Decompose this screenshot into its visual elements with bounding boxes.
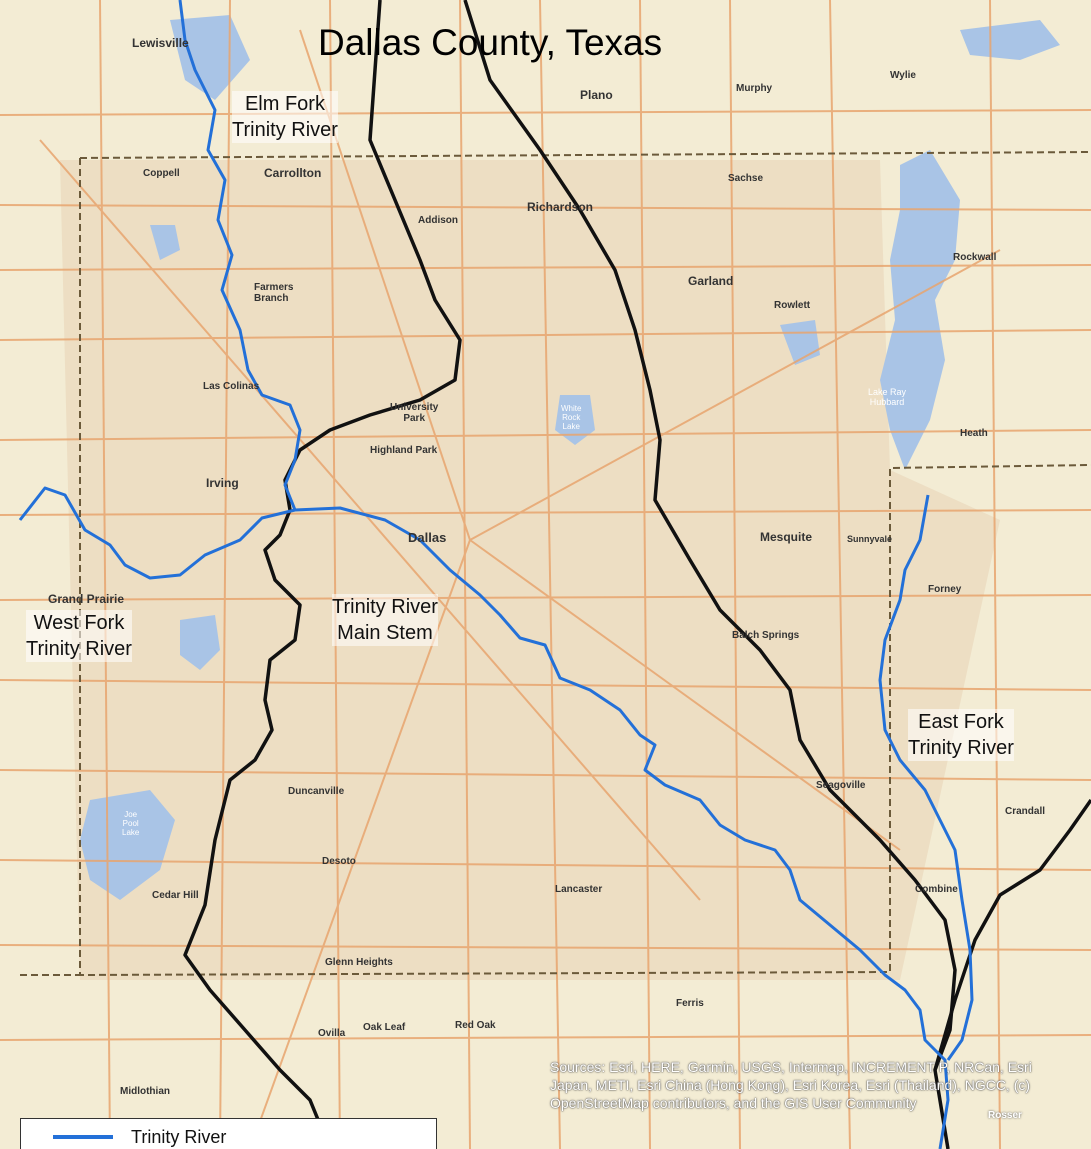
main-stem-label: Trinity River Main Stem xyxy=(332,594,438,646)
east-fork-river-line xyxy=(878,494,974,1061)
watershed-boundaries xyxy=(183,0,1091,1149)
city-forney: Forney xyxy=(928,584,962,595)
watershed-boundary-southeast xyxy=(933,798,1091,1071)
city-cedar-hill: Cedar Hill xyxy=(152,890,199,901)
legend-river-swatch xyxy=(53,1135,113,1139)
city-irving: Irving xyxy=(206,476,239,490)
city-lewisville: Lewisville xyxy=(132,36,189,50)
city-oak-leaf: Oak Leaf xyxy=(363,1022,406,1033)
city-balch-springs: Balch Springs xyxy=(732,630,800,641)
city-rosser: Rosser xyxy=(988,1110,1022,1121)
city-combine: Combine xyxy=(915,884,958,895)
joe-pool-lake xyxy=(80,790,175,900)
city-dallas: Dallas xyxy=(408,530,447,545)
city-ferris: Ferris xyxy=(676,998,704,1009)
label-joe-pool-lake: Joe Pool Lake xyxy=(122,810,140,837)
elm-fork-river-line xyxy=(178,0,302,511)
lake-ray-hubbard xyxy=(880,150,960,470)
city-highland-park: Highland Park xyxy=(370,445,438,456)
city-las-colinas: Las Colinas xyxy=(203,381,260,392)
city-plano: Plano xyxy=(580,88,613,102)
urban-area xyxy=(60,160,1000,980)
city-farmers-branch: Farmers Branch xyxy=(254,282,294,304)
west-fork-river-line xyxy=(18,486,296,580)
north-lake xyxy=(150,225,180,260)
map-title: Dallas County, Texas xyxy=(318,22,663,63)
elm-fork-label: Elm Fork Trinity River xyxy=(232,91,338,143)
main-stem-river-line xyxy=(294,506,950,1149)
map-attribution: Sources: Esri, HERE, Garmin, USGS, Inter… xyxy=(550,1059,1032,1111)
city-garland: Garland xyxy=(688,274,734,288)
trinity-river-network xyxy=(18,0,974,1149)
city-coppell: Coppell xyxy=(143,168,180,179)
city-sunnyvale: Sunnyvale xyxy=(847,534,893,544)
label-white-rock-lake: White Rock Lake xyxy=(561,404,582,431)
city-rockwall: Rockwall xyxy=(953,252,997,263)
city-wylie: Wylie xyxy=(890,70,916,81)
city-heath: Heath xyxy=(960,428,988,439)
city-glenn-heights: Glenn Heights xyxy=(325,957,393,968)
watershed-boundary-west xyxy=(183,0,462,1149)
city-red-oak: Red Oak xyxy=(455,1020,496,1031)
city-desoto: Desoto xyxy=(322,856,356,867)
map-legend: Trinity River xyxy=(20,1118,437,1149)
city-addison: Addison xyxy=(418,215,458,226)
city-crandall: Crandall xyxy=(1005,806,1046,817)
city-murphy: Murphy xyxy=(736,83,773,94)
city-grand-prairie: Grand Prairie xyxy=(48,592,125,606)
city-duncanville: Duncanville xyxy=(288,786,345,797)
city-mesquite: Mesquite xyxy=(760,530,813,544)
label-lake-ray-hubbard: Lake Ray Hubbard xyxy=(868,387,907,407)
city-seagoville: Seagoville xyxy=(816,780,866,791)
east-fork-label: East Fork Trinity River xyxy=(908,709,1014,761)
county-boundary xyxy=(79,151,1091,977)
water-bodies xyxy=(80,15,1060,900)
mountain-creek-lake xyxy=(180,615,220,670)
legend-river-label: Trinity River xyxy=(131,1127,227,1147)
city-richardson: Richardson xyxy=(527,200,594,214)
city-midlothian: Midlothian xyxy=(120,1086,170,1097)
watershed-boundary-east xyxy=(463,0,957,1149)
white-rock-lake xyxy=(555,395,595,445)
city-lancaster: Lancaster xyxy=(555,884,603,895)
city-sachse: Sachse xyxy=(728,173,764,184)
city-rowlett: Rowlett xyxy=(774,300,811,311)
city-university-park: University Park xyxy=(390,402,439,424)
city-ovilla: Ovilla xyxy=(318,1028,346,1039)
west-fork-label: West Fork Trinity River xyxy=(26,610,132,662)
city-carrollton: Carrollton xyxy=(264,166,322,180)
lake-lavon xyxy=(960,20,1060,60)
